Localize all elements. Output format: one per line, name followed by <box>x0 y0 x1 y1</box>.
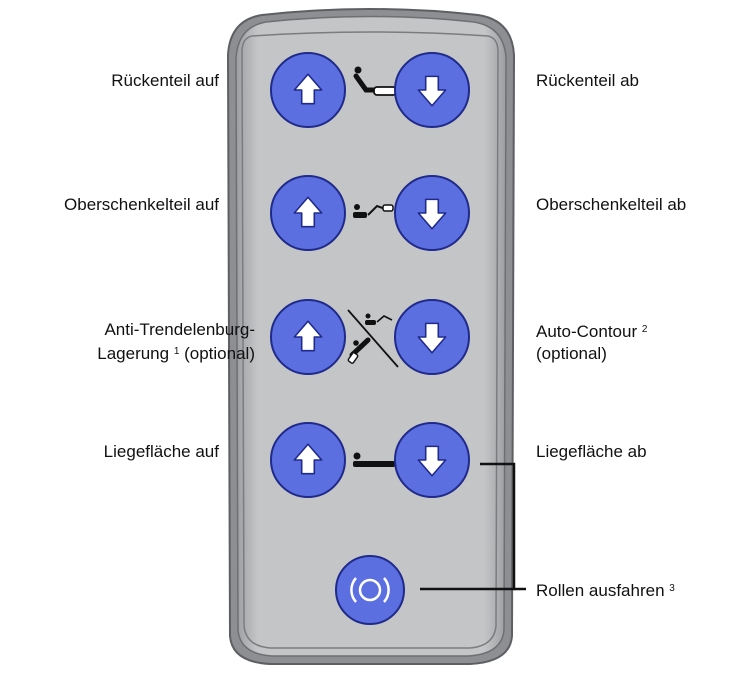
castors-icon <box>350 577 390 603</box>
label-optional-left: (optional) <box>179 344 255 363</box>
label-auto-contour-line1: Auto-Contour 2 <box>536 319 647 343</box>
label-auto-contour-text: Auto-Contour <box>536 322 638 341</box>
thigh-up-button[interactable] <box>270 175 346 251</box>
label-anti-trendelenburg-line1: Anti-Trendelenburg- <box>104 320 255 339</box>
bed-height-icon <box>353 452 395 467</box>
label-auto-contour: Auto-Contour 2 (optional) <box>536 319 647 365</box>
label-thigh-up: Oberschenkelteil auf <box>64 195 219 214</box>
label-anti-trendelenburg-line2: Lagerung 1 (optional) <box>97 341 255 365</box>
label-optional-right: (optional) <box>536 344 607 363</box>
auto-contour-button[interactable] <box>394 299 470 375</box>
leader-line <box>420 462 526 591</box>
label-lagerung: Lagerung <box>97 344 170 363</box>
lying-surface-up-button[interactable] <box>270 422 346 498</box>
backrest-icon <box>353 66 397 96</box>
footnote-3: 3 <box>669 583 675 594</box>
label-castors-text: Rollen ausfahren <box>536 581 665 600</box>
footnote-2: 2 <box>641 324 648 335</box>
backrest-down-button[interactable] <box>394 52 470 128</box>
label-anti-trendelenburg: Anti-Trendelenburg- Lagerung 1 (optional… <box>97 319 255 365</box>
anti-trendelenburg-button[interactable] <box>270 299 346 375</box>
lying-surface-down-button[interactable] <box>394 422 470 498</box>
thigh-section-icon <box>353 204 394 218</box>
label-lying-surface-up: Liegefläche auf <box>103 442 219 461</box>
label-lying-surface-down: Liegefläche ab <box>536 442 647 461</box>
label-backrest-up: Rückenteil auf <box>111 71 219 90</box>
thigh-down-button[interactable] <box>394 175 470 251</box>
label-backrest-down: Rückenteil ab <box>536 71 640 90</box>
label-thigh-down: Oberschenkelteil ab <box>536 195 687 214</box>
label-castors: Rollen ausfahren 3 <box>536 578 675 602</box>
tilt-auto-contour-icon <box>347 309 399 368</box>
backrest-up-button[interactable] <box>270 52 346 128</box>
footnote-1: 1 <box>173 346 180 357</box>
castors-button[interactable] <box>335 555 405 625</box>
